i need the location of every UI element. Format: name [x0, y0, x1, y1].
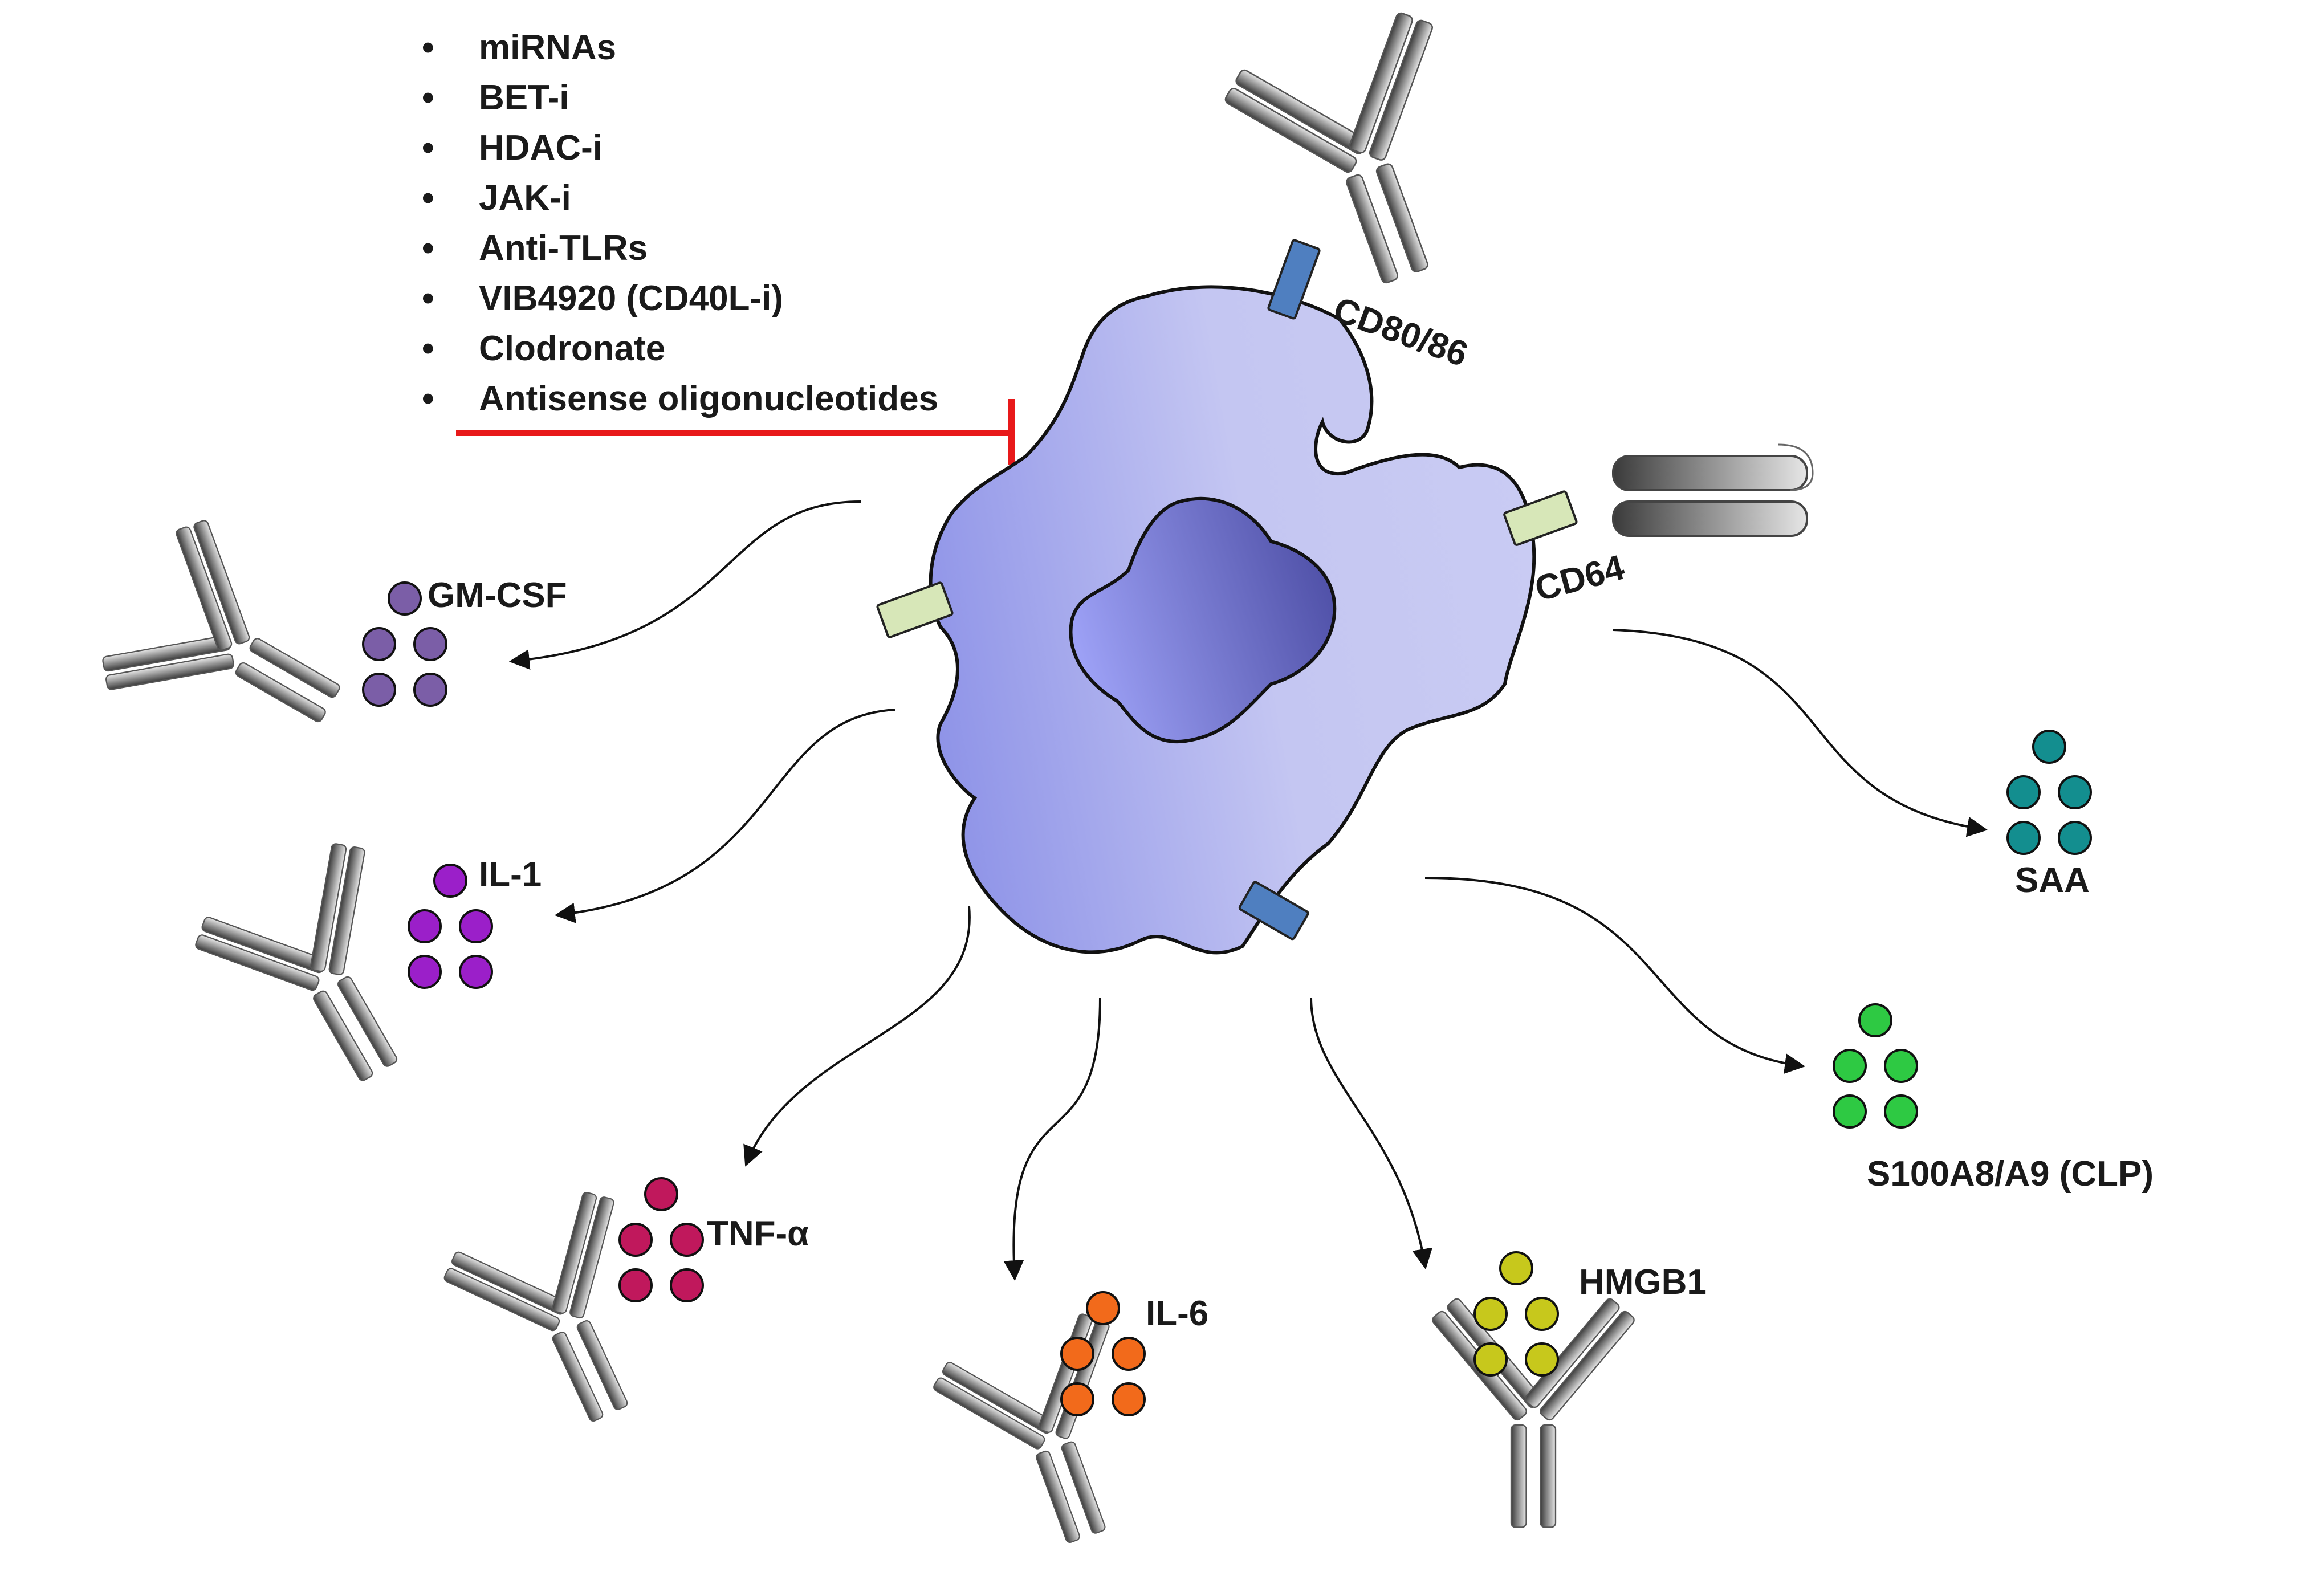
bullet-glyph: •: [422, 78, 434, 117]
arrow-s100: [1424, 877, 1806, 1074]
inhibitor-item: • Clodronate: [422, 324, 938, 374]
inhibitor-item: • HDAC-i: [422, 123, 938, 173]
inhibitor-item: • Antisense oligonucleotides: [422, 374, 938, 424]
inhibitor-label: BET-i: [479, 78, 569, 117]
gm-csf-label: GM-CSF: [428, 576, 567, 615]
bullet-glyph: •: [422, 329, 434, 368]
s100a8-a9-dot: [1833, 1049, 1867, 1083]
bullet-glyph: •: [422, 178, 434, 218]
tnf-alpha-dot: [670, 1223, 704, 1257]
s100a8-a9-dot: [1884, 1094, 1918, 1129]
gm-csf-dot: [388, 581, 422, 616]
saa-dot: [2058, 775, 2092, 809]
il-1-dot: [433, 864, 467, 898]
tnf-alpha-dot: [618, 1223, 653, 1257]
dots-tnf: [618, 1177, 704, 1302]
arrow-saa: [1613, 629, 1988, 837]
hmgb1-dot: [1525, 1342, 1559, 1377]
saa-dot: [2032, 730, 2066, 764]
il-6-dot: [1112, 1382, 1146, 1416]
inhibitor-item: • VIB4920 (CD40L-i): [422, 274, 938, 324]
arrow-hmgb1: [1310, 997, 1433, 1270]
inhibitor-label: Anti-TLRs: [479, 229, 648, 268]
saa-dot: [2006, 821, 2041, 855]
inhibitor-item: • Anti-TLRs: [422, 223, 938, 274]
saa-dot: [2006, 775, 2041, 809]
inhibitor-item: • BET-i: [422, 73, 938, 123]
hmgb1-dot: [1525, 1297, 1559, 1331]
arrow-tnf: [743, 906, 971, 1167]
antibody-cd80-icon: [1215, 1, 1512, 315]
bullet-glyph: •: [422, 279, 434, 318]
bullet-glyph: •: [422, 128, 434, 168]
hmgb1-dot: [1473, 1297, 1508, 1331]
antibody-gm-csf-icon: [88, 508, 380, 791]
bullet-glyph: •: [422, 28, 434, 67]
il-6-dot: [1112, 1337, 1146, 1371]
hmgb1-dot: [1473, 1342, 1508, 1377]
dots-gm-csf: [362, 581, 447, 707]
bullet-glyph: •: [422, 379, 434, 418]
s100a8-a9-label: S100A8/A9 (CLP): [1867, 1154, 2154, 1194]
dots-il-6: [1060, 1291, 1146, 1416]
dots-hmgb1: [1473, 1251, 1559, 1377]
inhibitor-item: • JAK-i: [422, 173, 938, 223]
dots-il-1: [408, 864, 493, 989]
s100a8-a9-dot: [1833, 1094, 1867, 1129]
il-6-label: IL-6: [1146, 1294, 1208, 1333]
gm-csf-dot: [362, 627, 396, 661]
tnf-alpha-dot: [618, 1268, 653, 1302]
il-1-dot: [459, 909, 493, 943]
tnf-alpha-label: TNF-α: [707, 1214, 809, 1253]
arrow-il-6: [1003, 997, 1101, 1281]
il-6-dot: [1086, 1291, 1120, 1325]
inhibitor-label: VIB4920 (CD40L-i): [479, 279, 784, 318]
il-1-dot: [408, 909, 442, 943]
gm-csf-dot: [413, 627, 447, 661]
inhibitor-label: HDAC-i: [479, 128, 603, 168]
saa-label: SAA: [2015, 861, 2090, 900]
arrows: [508, 500, 1988, 1281]
s100a8-a9-dot: [1858, 1003, 1892, 1037]
saa-dot: [2058, 821, 2092, 855]
arrow-gm-csf: [508, 500, 861, 670]
hmgb1-label: HMGB1: [1579, 1263, 1707, 1302]
tnf-alpha-dot: [644, 1177, 678, 1211]
il-6-dot: [1060, 1337, 1094, 1371]
dots-saa: [2006, 730, 2092, 855]
inhibitor-label: JAK-i: [479, 178, 571, 218]
tnf-alpha-dot: [670, 1268, 704, 1302]
receptor-cd80-86: [1267, 239, 1321, 320]
inhibitor-label: Antisense oligonucleotides: [479, 379, 939, 418]
inhibitor-item: • miRNAs: [422, 23, 938, 73]
inhibition-line: [456, 399, 1015, 465]
gm-csf-dot: [413, 673, 447, 707]
inhibitor-label: Clodronate: [479, 329, 666, 368]
antibody-cd64-icon: [1612, 443, 1814, 537]
receptor-left: [876, 581, 954, 638]
dots-s100: [1833, 1003, 1918, 1129]
bullet-glyph: •: [422, 229, 434, 268]
inhibitor-label: miRNAs: [479, 28, 617, 67]
receptor-bottom: [1238, 881, 1309, 940]
hmgb1-dot: [1499, 1251, 1533, 1285]
cd64-label: CD64: [1531, 548, 1629, 609]
il-1-dot: [408, 955, 442, 989]
arrow-il-1: [554, 709, 895, 923]
antibody-hmgb1-icon: [1430, 1296, 1637, 1528]
receptor-cd64: [1503, 490, 1578, 546]
il-1-dot: [459, 955, 493, 989]
inhibitor-list: • miRNAs • BET-i • HDAC-i • JAK-i • Anti-TLRs…: [422, 23, 938, 424]
s100a8-a9-dot: [1884, 1049, 1918, 1083]
il-6-dot: [1060, 1382, 1094, 1416]
antibody-tnf-icon: [434, 1180, 697, 1455]
il-1-label: IL-1: [479, 855, 542, 894]
cell-nucleus: [1069, 496, 1337, 744]
gm-csf-dot: [362, 673, 396, 707]
